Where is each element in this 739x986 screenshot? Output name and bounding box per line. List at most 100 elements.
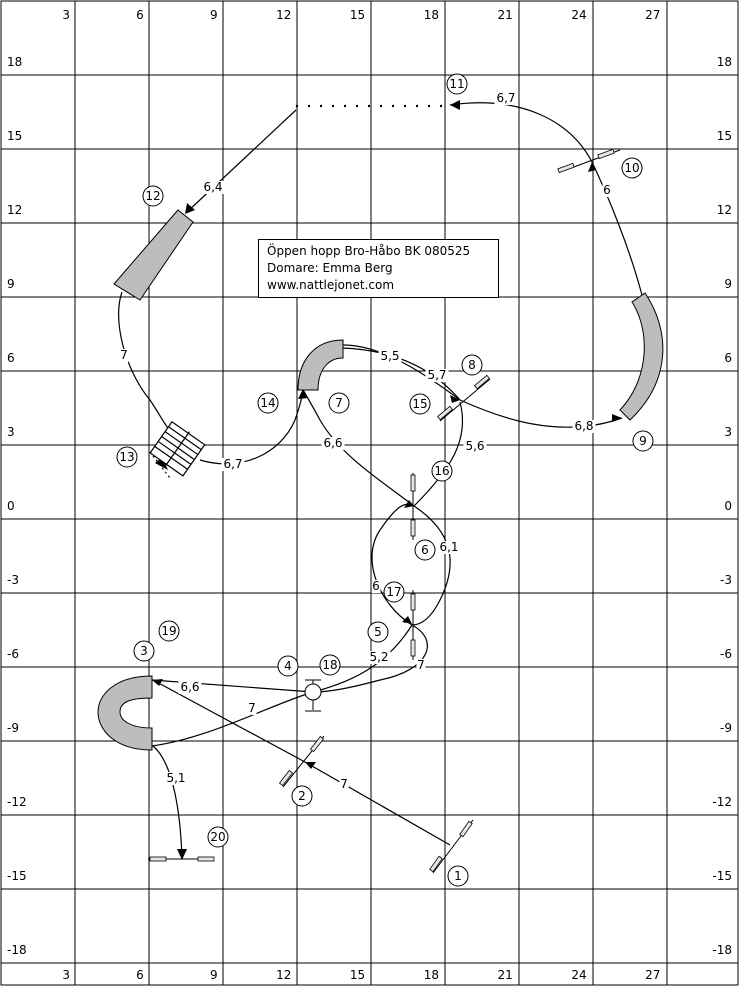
obstacle-number-circle — [133, 640, 155, 662]
distance-label: 7 — [248, 701, 256, 715]
obstacle-number-circle — [414, 539, 436, 561]
y-axis-left-label: -9 — [7, 721, 19, 735]
y-axis-left-label: 3 — [7, 425, 15, 439]
distance-label: 6,6 — [323, 436, 342, 450]
distance-label: 6,7 — [496, 91, 515, 105]
obstacle-number: 3 — [140, 644, 148, 658]
distance-label: 6,4 — [203, 180, 222, 194]
obstacle-number: 18 — [322, 658, 337, 672]
obstacle-number: 1 — [454, 869, 462, 883]
y-axis-right-label: -9 — [720, 721, 732, 735]
x-axis-top-label: 18 — [424, 8, 439, 22]
obstacle-number-circle — [116, 446, 138, 468]
distance-label-bg — [247, 702, 257, 715]
x-axis-top-label: 9 — [210, 8, 218, 22]
obstacle-number: 14 — [260, 396, 275, 410]
distance-label-bg — [378, 350, 402, 363]
distance-label: 7 — [120, 348, 128, 362]
distance-label-bg — [371, 580, 381, 593]
obstacle-number: 9 — [639, 434, 647, 448]
tunnels — [97, 209, 664, 751]
y-axis-right-label: 0 — [724, 499, 732, 513]
obstacle-number: 17 — [386, 585, 401, 599]
obstacle-number-circle — [257, 392, 279, 414]
obstacle-number: 10 — [624, 161, 639, 175]
distance-label: 5,2 — [369, 650, 388, 664]
obstacle-number-circle — [447, 865, 469, 887]
distance-label: 5,7 — [427, 368, 446, 382]
distance-label-bg — [321, 437, 345, 450]
distance-label-bg — [494, 92, 518, 105]
tunnel-9 — [619, 292, 664, 421]
tunnel-7 — [297, 339, 344, 391]
y-axis-left-label: 6 — [7, 351, 15, 365]
y-axis-right-label: 3 — [724, 425, 732, 439]
y-axis-right-label: -12 — [712, 795, 732, 809]
obstacle-number: 16 — [434, 464, 449, 478]
distance-label: 6,8 — [574, 419, 593, 433]
x-axis-top-label: 24 — [571, 8, 586, 22]
x-axis-top-label: 6 — [136, 8, 144, 22]
y-axis-left-label: 12 — [7, 203, 22, 217]
x-axis-bottom-label: 3 — [62, 968, 70, 982]
contact-13 — [149, 420, 206, 479]
judge-name: Domare: Emma Berg — [267, 261, 393, 275]
distance-label: 6 — [603, 183, 611, 197]
obstacle-number: 11 — [449, 77, 464, 91]
distance-label: 7 — [340, 777, 348, 791]
distance-label: 5,6 — [465, 439, 484, 453]
course-info-box: Öppen hopp Bro-Håbo BK 080525 Domare: Em… — [258, 239, 499, 298]
obstacle-number-circle — [367, 621, 389, 643]
y-axis-right-label: 15 — [717, 129, 732, 143]
y-axis-left-label: 15 — [7, 129, 22, 143]
obstacle-number: 7 — [335, 396, 343, 410]
distance-label: 6,7 — [223, 457, 242, 471]
obstacle-number-circle — [291, 785, 313, 807]
y-axis-left-label: -18 — [7, 943, 27, 957]
y-axis-left-label: 18 — [7, 55, 22, 69]
tyre-4 — [304, 679, 322, 712]
distance-label: 6 — [372, 579, 380, 593]
obstacle-number: 8 — [468, 358, 476, 372]
obstacle-number-circle — [461, 354, 483, 376]
obstacle-number-circle — [632, 430, 654, 452]
obstacle-number-circle — [158, 620, 180, 642]
y-axis-left-label: -3 — [7, 573, 19, 587]
obstacle-number-circle — [142, 185, 164, 207]
obstacle-number: 12 — [145, 189, 160, 203]
x-axis-bottom-label: 6 — [136, 968, 144, 982]
x-axis-bottom-label: 9 — [210, 968, 218, 982]
jumps — [148, 148, 621, 874]
x-axis-top-label: 3 — [62, 8, 70, 22]
y-axis-right-label: -3 — [720, 573, 732, 587]
obstacle-number-circle — [207, 826, 229, 848]
obstacle-number-circle — [431, 460, 453, 482]
distance-label-bg — [437, 541, 461, 554]
obstacle-number-circle — [621, 157, 643, 179]
y-axis-left-label: 0 — [7, 499, 15, 513]
obstacle-number: 6 — [421, 543, 429, 557]
distance-label: 6,6 — [180, 680, 199, 694]
y-axis-right-label: 18 — [717, 55, 732, 69]
arrowheads — [152, 100, 622, 860]
distance-label-bg — [425, 369, 449, 382]
obstacle-number: 19 — [161, 624, 176, 638]
distance-label-bg — [119, 349, 129, 362]
obstacle-number: 13 — [119, 450, 134, 464]
obstacle-number: 5 — [374, 625, 382, 639]
course-path — [118, 102, 643, 859]
x-axis-bottom-label: 27 — [645, 968, 660, 982]
distance-label-bg — [463, 440, 487, 453]
obstacle-number-circle — [319, 654, 341, 676]
x-axis-top-label: 27 — [645, 8, 660, 22]
obstacle-number-circle — [409, 393, 431, 415]
y-axis-right-label: 12 — [717, 203, 732, 217]
obstacle-number: 2 — [298, 789, 306, 803]
distance-label-bg — [339, 778, 349, 791]
y-axis-right-label: -6 — [720, 647, 732, 661]
obstacle-number: 15 — [412, 397, 427, 411]
website: www.nattlejonet.com — [267, 278, 395, 292]
distance-label: 5,5 — [380, 349, 399, 363]
y-axis-left-label: 9 — [7, 277, 15, 291]
